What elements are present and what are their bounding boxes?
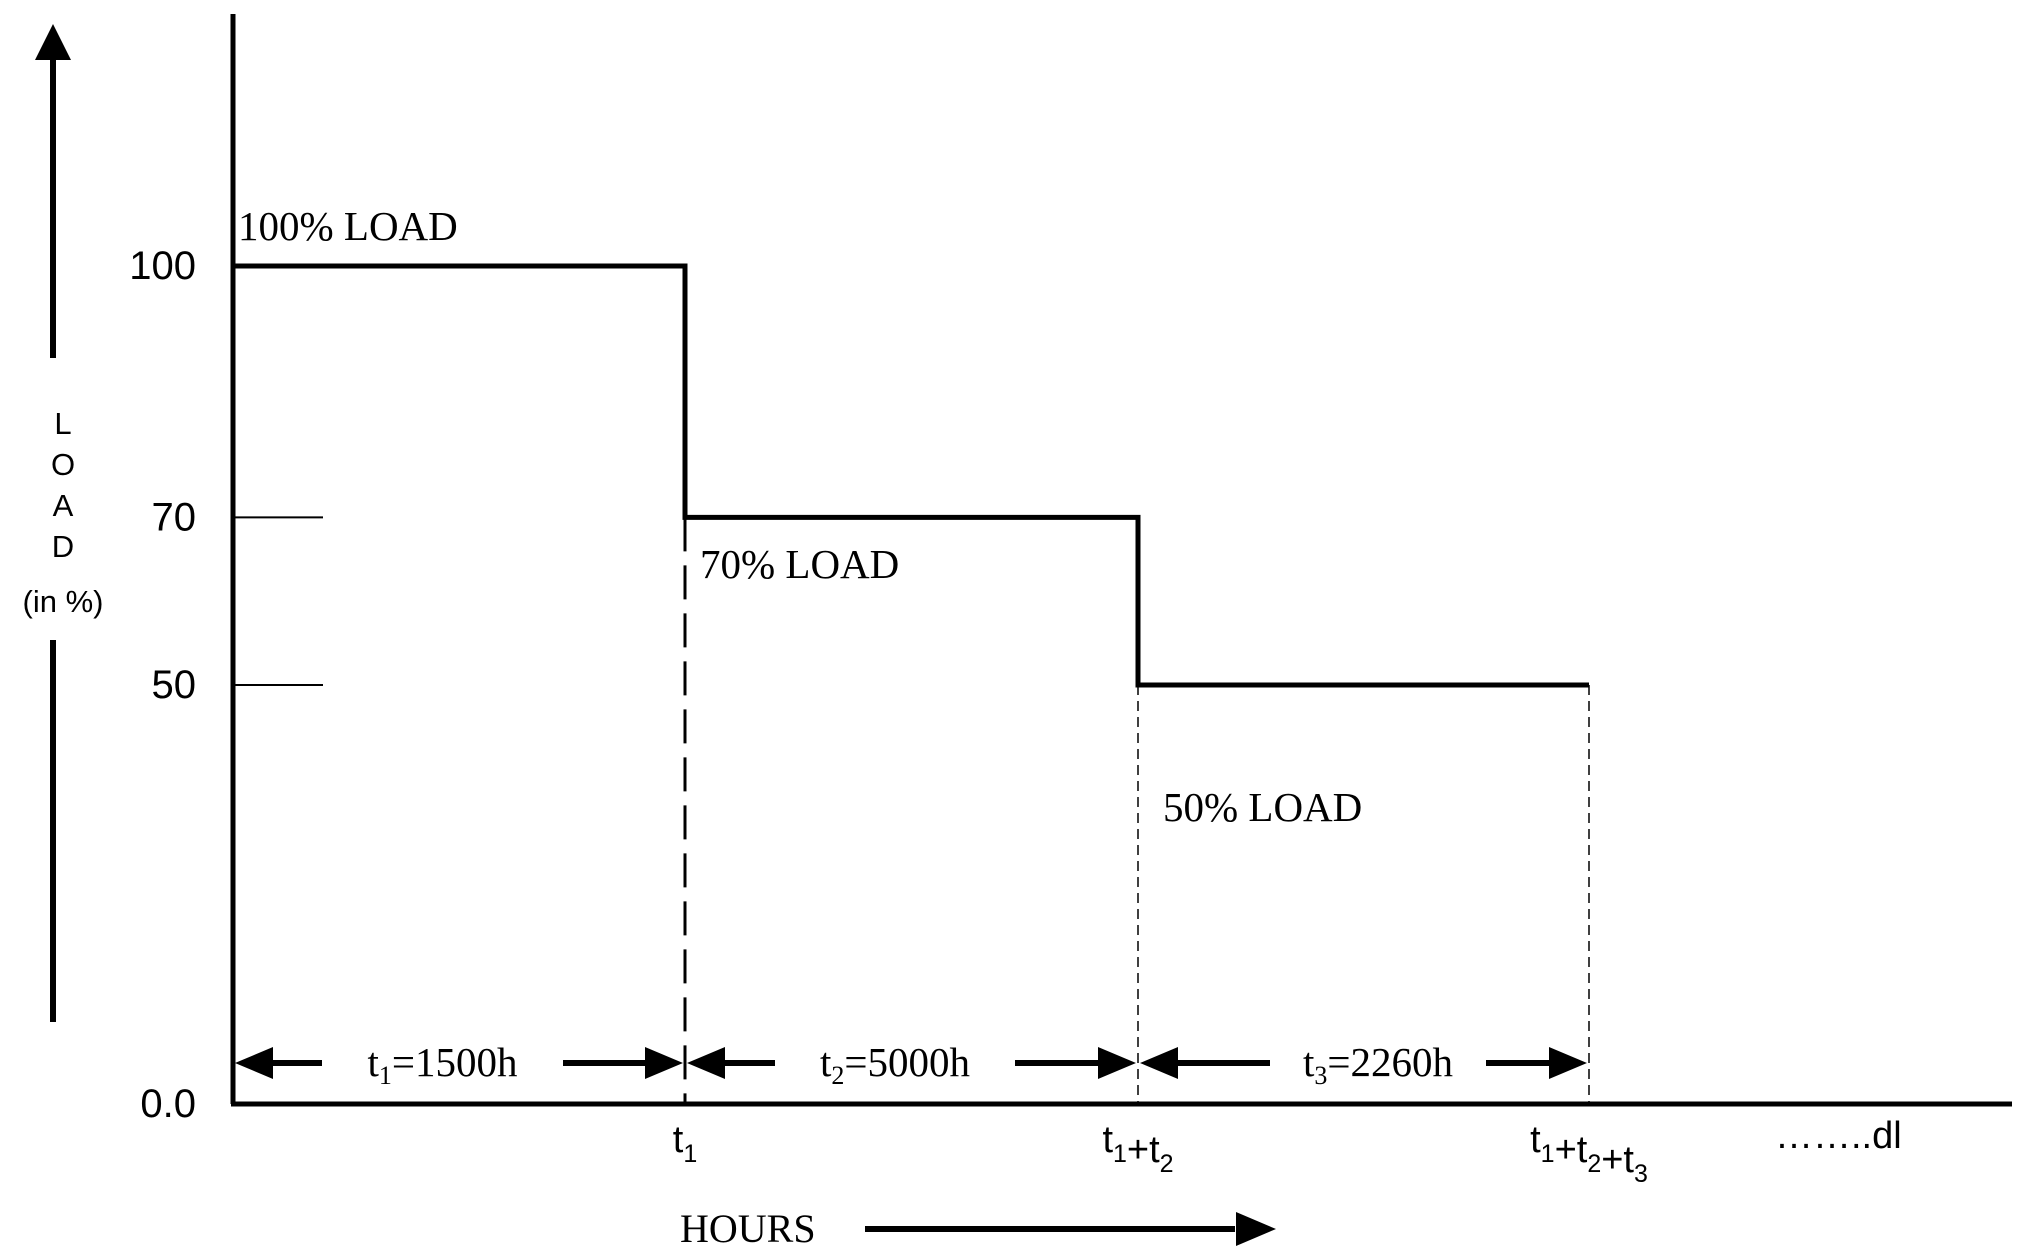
- segment-label: 70% LOAD: [700, 541, 899, 587]
- y-tick-label: 70: [152, 495, 197, 539]
- ylabel-unit: (in %): [23, 584, 104, 619]
- load-step-line: [233, 263, 1589, 688]
- ylabel-letter: O: [51, 447, 75, 482]
- duration-arrowhead: [235, 1047, 273, 1079]
- x-tick-label: t1: [673, 1119, 697, 1168]
- y-ticks: 100 70 50 0.0: [129, 244, 323, 1126]
- duration-annotations: t1=1500h t2=5000h t3=2260h: [235, 1039, 1587, 1090]
- y-axis-label: LOAD (in %): [23, 406, 104, 619]
- x-axis-label: HOURS: [680, 1206, 816, 1251]
- x-tick-end-label: ……..dl: [1775, 1115, 1902, 1157]
- x-tick-label: t1+t2: [1102, 1119, 1173, 1178]
- ylabel-letter: D: [52, 529, 74, 564]
- duration-arrowhead: [645, 1047, 683, 1079]
- segment-labels: 100% LOAD 70% LOAD 50% LOAD: [238, 203, 1362, 830]
- segment-label: 100% LOAD: [238, 203, 458, 249]
- xlabel-arrow-head: [1236, 1212, 1276, 1246]
- duration-arrowhead: [687, 1047, 725, 1079]
- x-ticks: t1 t1+t2 t1+t2+t3 ……..dl: [673, 1115, 1902, 1188]
- duration-arrowhead: [1098, 1047, 1136, 1079]
- duration-label: t3=2260h: [1303, 1039, 1453, 1090]
- segment-label: 50% LOAD: [1163, 784, 1362, 830]
- duration-label: t1=1500h: [367, 1039, 517, 1090]
- y-tick-label: 50: [152, 663, 197, 707]
- ylabel-letter: L: [54, 406, 71, 441]
- y-tick-label: 0.0: [140, 1082, 196, 1126]
- duration-label: t2=5000h: [820, 1039, 970, 1090]
- duration-arrowhead: [1140, 1047, 1178, 1079]
- x-tick-label: t1+t2+t3: [1530, 1119, 1648, 1188]
- dashed-guides: [683, 517, 1590, 1104]
- ylabel-letter: A: [53, 488, 74, 523]
- duration-arrowhead: [1549, 1047, 1587, 1079]
- y-tick-label: 100: [129, 244, 196, 288]
- ylabel-arrow-head-up: [35, 24, 71, 60]
